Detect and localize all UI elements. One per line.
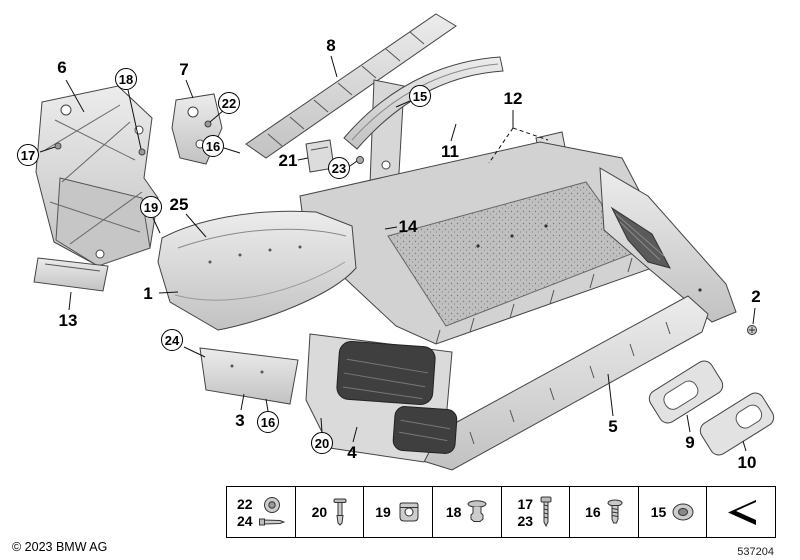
bumper-right-corner — [599, 167, 737, 323]
callout-23[interactable]: 23 — [328, 157, 350, 179]
callout-10[interactable]: 10 — [737, 453, 757, 472]
callout-18[interactable]: 18 — [115, 68, 137, 90]
fastener-cell-22-24[interactable]: 22 24 — [227, 487, 295, 537]
body-nut-icon — [672, 503, 694, 521]
callout-17[interactable]: 17 — [17, 144, 39, 166]
fastener-label: 18 — [445, 504, 462, 520]
fastener-cell-arrow[interactable] — [706, 487, 775, 537]
callout-15[interactable]: 15 — [409, 85, 431, 107]
torx-screw-icon — [540, 496, 552, 528]
fastener-cell-15[interactable]: 15 — [637, 487, 707, 537]
part-9-plate — [648, 360, 724, 424]
callout-14[interactable]: 14 — [398, 217, 418, 236]
fastener-cell-18[interactable]: 18 — [431, 487, 501, 537]
fastener-label: 17 — [517, 495, 534, 512]
fastener-cell-16[interactable]: 16 — [569, 487, 638, 537]
callout-13[interactable]: 13 — [58, 311, 78, 330]
expansion-grommet-icon — [467, 500, 487, 522]
fastener-label: 22 — [237, 495, 253, 512]
fastener-label: 20 — [311, 504, 328, 520]
part-3-corner-strip — [199, 347, 299, 405]
fastener-label: 23 — [517, 512, 534, 529]
callout-3[interactable]: 3 — [235, 411, 245, 430]
expansion-rivet-icon — [333, 498, 347, 526]
callout-9[interactable]: 9 — [685, 433, 695, 452]
fastener-label: 19 — [375, 504, 391, 520]
part-4-center-trim — [305, 333, 458, 463]
part-6-bracket — [35, 85, 159, 267]
diagram-number: 537204 — [737, 546, 774, 558]
callout-12[interactable]: 12 — [503, 89, 523, 108]
fastener-label: 24 — [237, 512, 253, 529]
part-11-bar — [343, 56, 504, 150]
callout-20[interactable]: 20 — [311, 432, 333, 454]
copyright-text: © 2023 BMW AG — [12, 540, 108, 554]
fastener-label: 16 — [585, 504, 601, 520]
washer-screw-icon — [263, 497, 280, 513]
callout-25[interactable]: 25 — [169, 195, 189, 214]
part-13-tray — [33, 257, 109, 292]
fastener-cell-17-23[interactable]: 17 23 — [500, 487, 570, 537]
bumper-upper-panel — [299, 141, 665, 345]
callout-19[interactable]: 19 — [140, 196, 162, 218]
part-2-bolt — [747, 325, 757, 335]
callout-1[interactable]: 1 — [143, 284, 153, 303]
fastener-label: 15 — [650, 504, 667, 520]
fastener-cell-20[interactable]: 20 — [294, 487, 364, 537]
fastener-table: 22 24 20 — [226, 486, 776, 538]
callout-11[interactable]: 11 — [441, 142, 459, 161]
leader-lines — [39, 55, 756, 452]
callout-4[interactable]: 4 — [347, 443, 357, 462]
callout-6[interactable]: 6 — [57, 58, 67, 77]
callout-7[interactable]: 7 — [179, 60, 189, 79]
callout-22[interactable]: 22 — [218, 92, 240, 114]
callout-16-a[interactable]: 16 — [202, 135, 224, 157]
direction-arrow-icon — [728, 500, 757, 525]
callout-8[interactable]: 8 — [326, 36, 336, 55]
part-21-bracket — [305, 139, 364, 173]
callout-16-b[interactable]: 16 — [257, 411, 279, 433]
fastener-cell-19[interactable]: 19 — [363, 487, 432, 537]
callout-24[interactable]: 24 — [161, 329, 183, 351]
fillister-screw-icon — [607, 499, 623, 524]
callout-5[interactable]: 5 — [608, 417, 618, 436]
clamp-nut-icon — [399, 502, 419, 522]
part-10-plate — [699, 392, 775, 456]
tapping-screw-icon — [258, 518, 285, 526]
callout-21[interactable]: 21 — [278, 151, 298, 170]
callout-2[interactable]: 2 — [751, 287, 761, 306]
part-1-corner-trim — [157, 210, 357, 331]
